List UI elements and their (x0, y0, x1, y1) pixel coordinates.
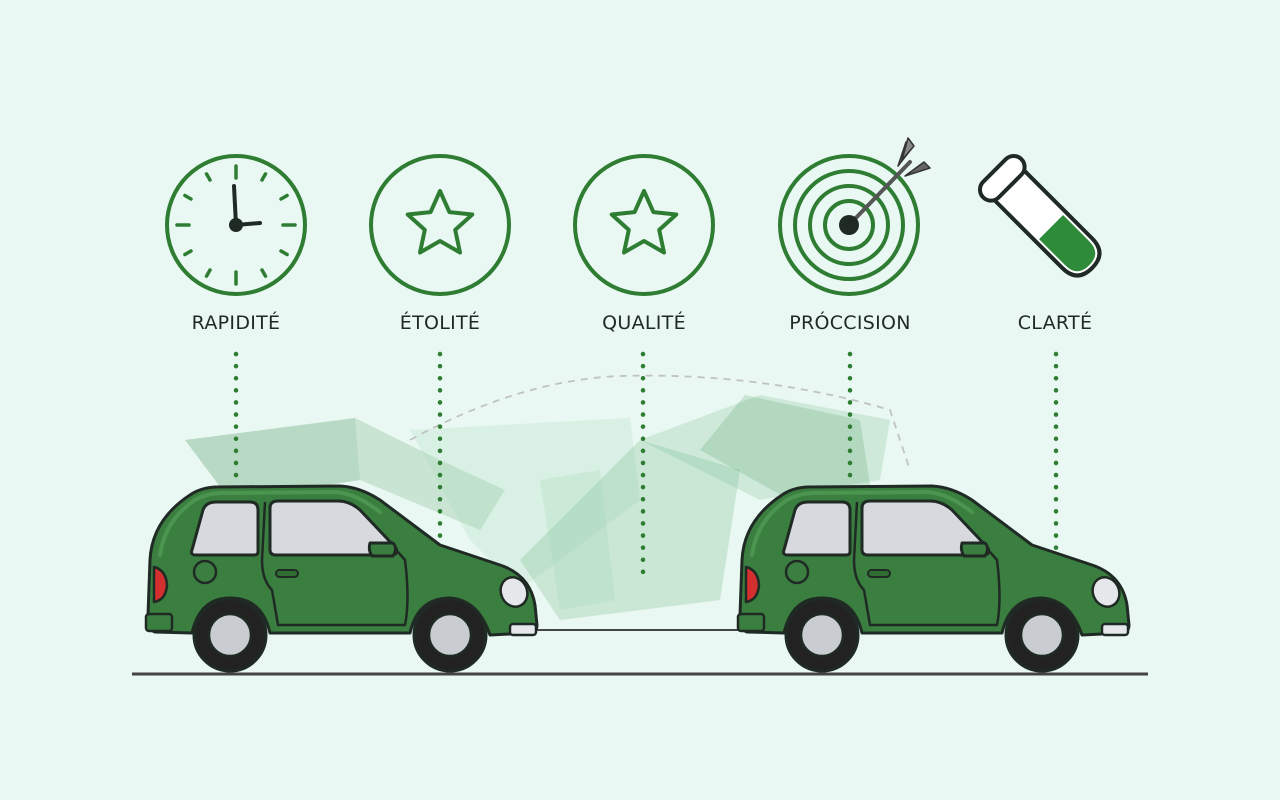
feature-label-clarte: CLARTÉ (1017, 312, 1093, 334)
feature-label-rapidite: RAPIDITÉ (191, 312, 281, 334)
background-shards (185, 374, 911, 620)
target-icon (778, 137, 931, 296)
feature-label-etolite: ÉTOLITÉ (399, 312, 481, 334)
test-tube-icon (977, 153, 1102, 278)
car-right (736, 484, 1131, 673)
dotted-connectors (233, 351, 1059, 581)
clock-icon (165, 154, 307, 296)
star-icon (573, 154, 715, 296)
feature-label-proccision: PRÓCCISION (789, 312, 911, 334)
star-icon (369, 154, 511, 296)
feature-label-qualite: QUALITÉ (602, 312, 686, 334)
